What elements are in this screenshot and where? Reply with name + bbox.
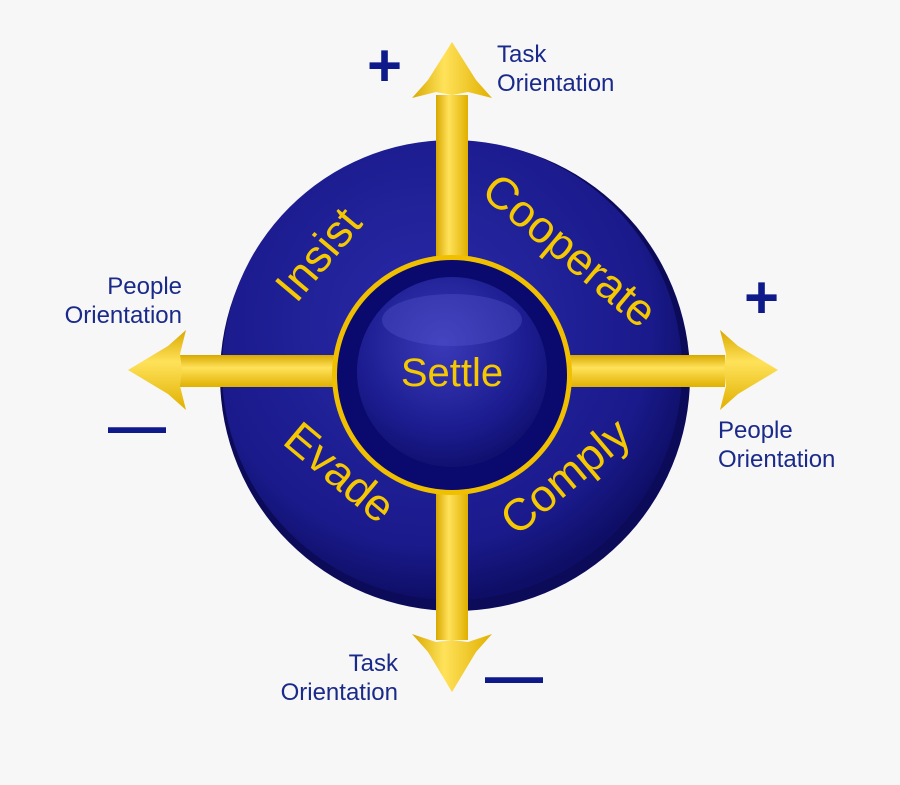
right-axis-label-line2: Orientation (718, 446, 836, 473)
left-minus-sign: — (108, 394, 166, 459)
bottom-axis-label: Task Orientation (264, 649, 398, 707)
bottom-axis-label-line2: Orientation (280, 679, 398, 706)
top-axis-label-line2: Orientation (497, 70, 615, 97)
left-axis-label: People Orientation (40, 272, 182, 330)
arrow-head-down (412, 634, 492, 692)
top-plus-sign: + (367, 32, 403, 99)
top-axis-label-line1: Task (497, 41, 547, 68)
top-axis-label: Task Orientation (497, 40, 614, 98)
left-axis-label-line1: People (107, 273, 182, 300)
arrow-head-right (720, 330, 778, 410)
right-plus-sign: + (744, 264, 780, 331)
center-label-settle: Settle (401, 351, 503, 395)
arrow-head-up (412, 42, 492, 98)
bottom-axis-label-line1: Task (348, 650, 398, 677)
arrow-head-left (128, 330, 186, 410)
right-axis-label: People Orientation (718, 416, 835, 474)
left-axis-label-line2: Orientation (64, 302, 182, 329)
right-axis-label-line1: People (718, 417, 793, 444)
bottom-minus-sign: — (485, 644, 543, 709)
center-button (357, 277, 547, 467)
